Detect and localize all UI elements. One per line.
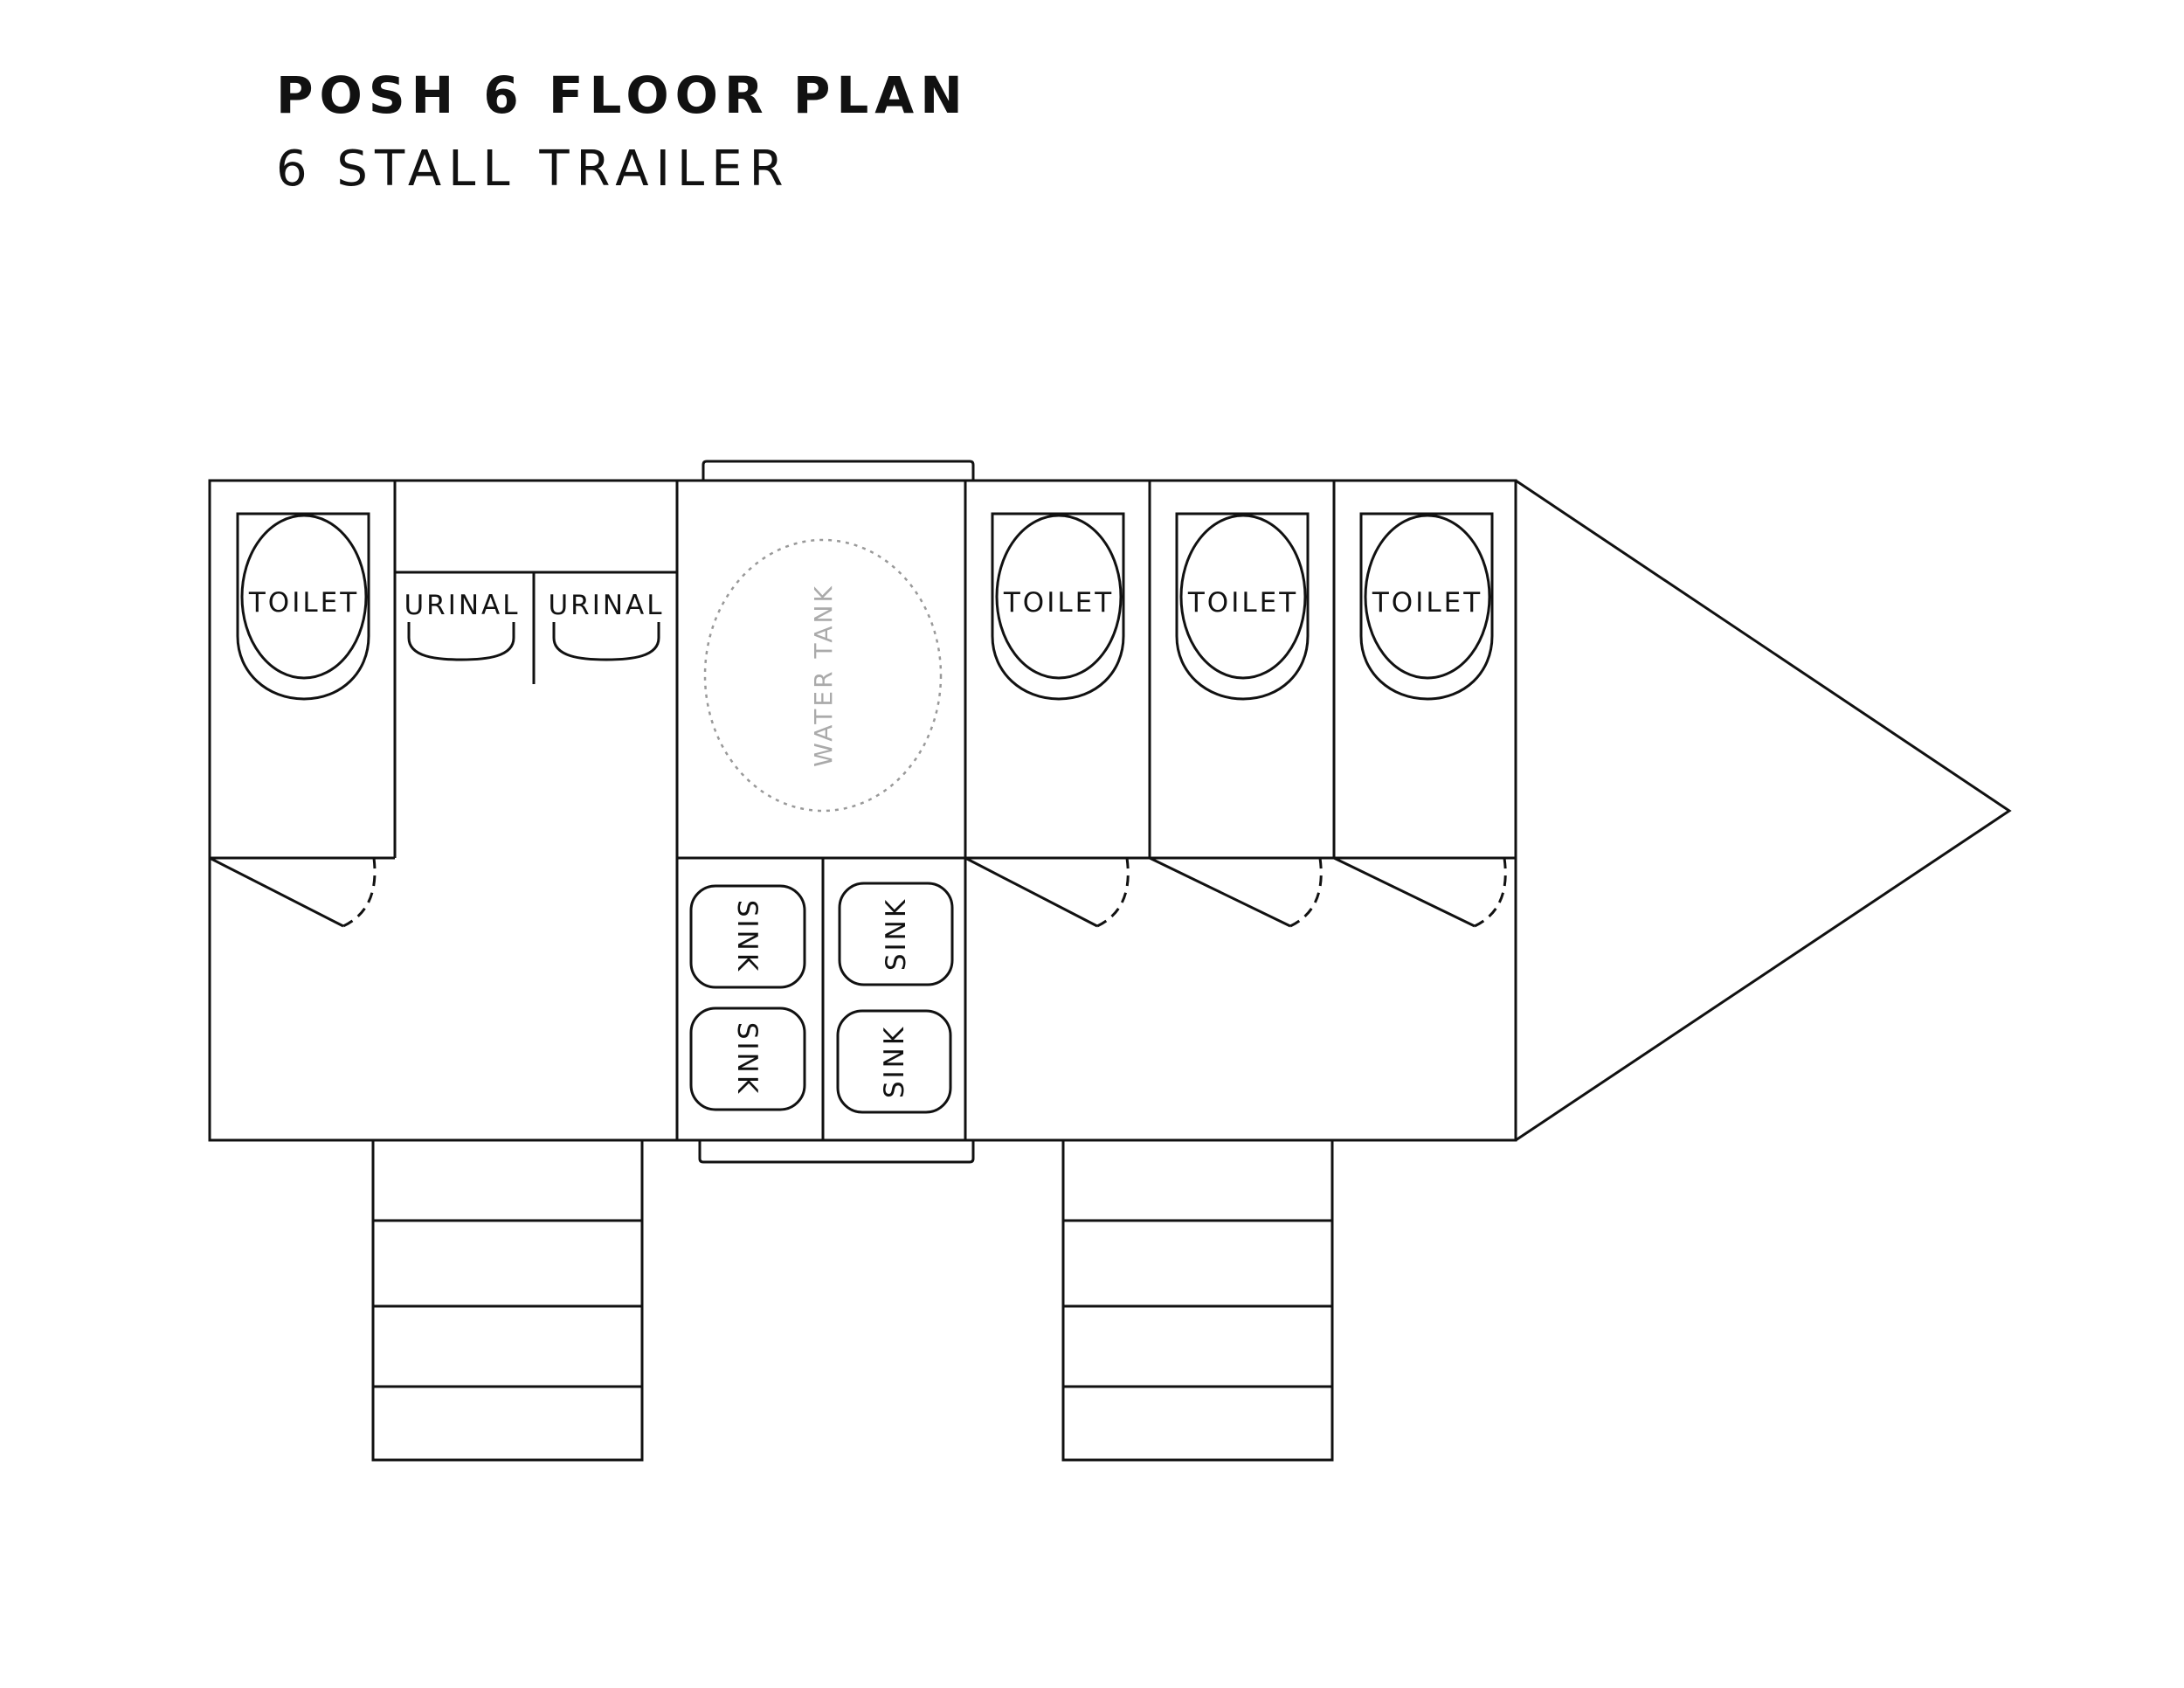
steps-right-outline <box>1061 1138 1334 1462</box>
urinal-label: URINAL <box>404 590 520 621</box>
toilet-tank-4 <box>1359 512 1494 701</box>
page-subtitle: 6 STALL TRAILER <box>276 141 791 197</box>
sink-label: SINK <box>879 1025 910 1098</box>
toilet-stall-2: TOILET <box>991 512 1125 701</box>
door-leaf <box>209 856 344 928</box>
door-swing-arc <box>1289 857 1323 928</box>
sink-basin-1 <box>689 884 806 989</box>
door-stall-3 <box>1149 856 1323 928</box>
door-left-stall <box>209 856 377 928</box>
door-stall-4 <box>1333 856 1507 928</box>
toilet-bowl-1 <box>240 514 368 680</box>
urinal-2: URINAL <box>548 590 664 661</box>
sink-basin-4 <box>836 1009 952 1114</box>
sink-label: SINK <box>881 897 912 971</box>
sink-2: SINK <box>838 882 954 986</box>
interior-walls <box>210 481 1516 1140</box>
sink-label: SINK <box>731 1022 763 1096</box>
door-swing-arc <box>342 857 377 928</box>
toilet-bowl-4 <box>1364 514 1491 680</box>
sink-basin-2 <box>838 882 954 986</box>
sink-label: SINK <box>731 900 763 973</box>
water-tank-outline <box>703 538 943 813</box>
toilet-label: TOILET <box>1187 587 1298 619</box>
toilet-bowl-3 <box>1179 514 1307 680</box>
toilet-label: TOILET <box>1372 587 1482 619</box>
sink-3: SINK <box>689 1007 806 1111</box>
toilet-label: TOILET <box>248 587 359 619</box>
toilet-stall-4: TOILET <box>1359 512 1494 701</box>
toilet-bowl-2 <box>995 514 1123 680</box>
urinal-bowl-2 <box>552 622 660 661</box>
urinal-1: URINAL <box>404 590 520 661</box>
urinal-bowl-1 <box>407 622 515 661</box>
door-leaf <box>1149 856 1291 928</box>
toilet-tank-2 <box>991 512 1125 701</box>
page-title: POSH 6 FLOOR PLAN <box>276 66 969 125</box>
water-tank-label: WATER TANK <box>809 584 838 767</box>
toilet-tank-3 <box>1175 512 1310 701</box>
sink-basin-3 <box>689 1007 806 1111</box>
water-tank: WATER TANK <box>703 538 943 813</box>
door-leaf <box>964 856 1098 928</box>
trailer-body <box>208 479 2012 1142</box>
door-swing-arc <box>1474 857 1507 928</box>
toilet-stall-1: TOILET <box>236 512 370 701</box>
slideout-bottom <box>698 1140 975 1164</box>
steps-right <box>1061 1138 1334 1462</box>
sink-4: SINK <box>836 1009 952 1114</box>
door-stall-2 <box>964 856 1130 928</box>
door-swing-arc <box>1096 857 1130 928</box>
door-leaf <box>1333 856 1476 928</box>
toilet-tank-1 <box>236 512 370 701</box>
trailer-hitch <box>1515 479 2012 1142</box>
steps-left-outline <box>371 1138 644 1462</box>
steps-left <box>371 1138 644 1462</box>
urinal-label: URINAL <box>548 590 664 621</box>
sink-1: SINK <box>689 884 806 989</box>
slideout-top <box>702 460 975 481</box>
trailer-outline <box>208 479 1517 1142</box>
toilet-label: TOILET <box>1003 587 1114 619</box>
toilet-stall-3: TOILET <box>1175 512 1310 701</box>
